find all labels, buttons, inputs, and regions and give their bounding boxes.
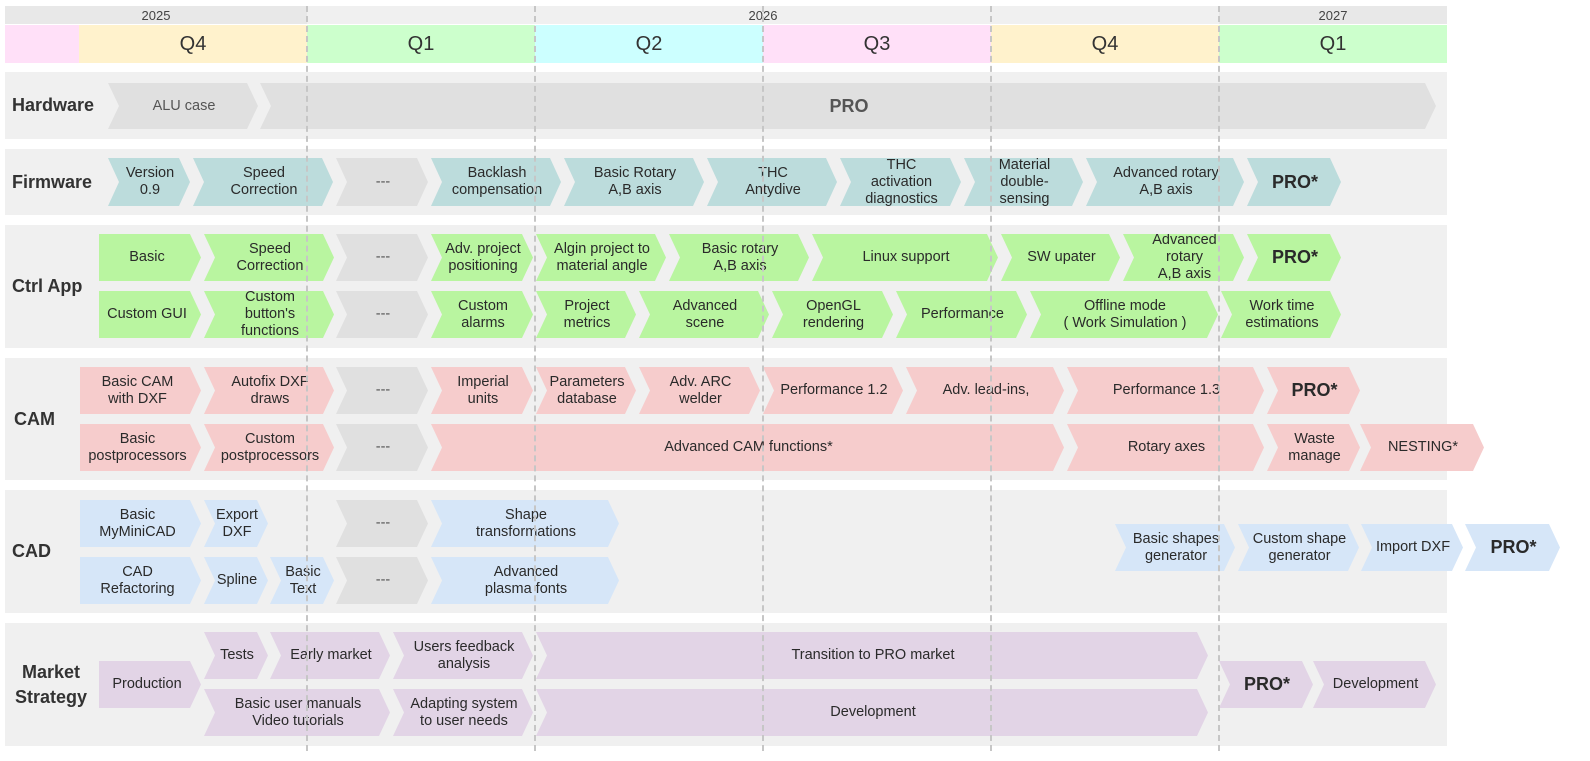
ctrl-app-placeholder: --- bbox=[336, 234, 428, 281]
cam-item: Adv. ARC welder bbox=[639, 367, 760, 414]
cad-placeholder: --- bbox=[336, 557, 428, 604]
ctrl-app-item: Work time estimations bbox=[1221, 291, 1341, 338]
year-label-2025: 2025 bbox=[141, 8, 171, 23]
market-item: Basic user manuals Video tutorials bbox=[204, 689, 390, 736]
quarter-divider bbox=[762, 6, 764, 751]
quarter-divider bbox=[306, 6, 308, 751]
ctrl-app-item: Linux support bbox=[812, 234, 998, 281]
cad-item: Basic Text bbox=[270, 557, 334, 604]
market-item: Users feedback analysis bbox=[393, 632, 533, 679]
market-production: Production bbox=[99, 661, 201, 708]
cad-item: CAD Refactoring bbox=[80, 557, 201, 604]
ctrl-app-item: Custom button's functions bbox=[204, 291, 334, 338]
cam-placeholder: --- bbox=[336, 367, 428, 414]
quarter-divider bbox=[534, 6, 536, 751]
cad-placeholder: --- bbox=[336, 500, 428, 547]
cam-item: Performance 1.2 bbox=[763, 367, 903, 414]
cam-item: Waste manage bbox=[1267, 424, 1360, 471]
cad-item: Import DXF bbox=[1361, 524, 1463, 571]
cam-pro: PRO* bbox=[1267, 367, 1360, 414]
ctrl-app-item: Offline mode ( Work Simulation ) bbox=[1030, 291, 1218, 338]
market-item: Tests bbox=[204, 632, 268, 679]
row-label-hardware: Hardware bbox=[12, 95, 95, 116]
quarter-divider bbox=[990, 6, 992, 751]
cam-item: Advanced CAM functions* bbox=[431, 424, 1064, 471]
year-label-2027: 2027 bbox=[1318, 8, 1348, 23]
cam-item: Performance 1.3 bbox=[1067, 367, 1264, 414]
firmware-placeholder: --- bbox=[336, 158, 428, 206]
market-item: Transition to PRO market bbox=[536, 632, 1208, 679]
firmware-pro: PRO* bbox=[1247, 158, 1341, 206]
ctrl-app-item: Project metrics bbox=[536, 291, 636, 338]
row-label-firmware: Firmware bbox=[12, 171, 93, 192]
hardware-alu-case: ALU case bbox=[108, 83, 258, 129]
firmware-item: Advanced rotary A,B axis bbox=[1086, 158, 1244, 206]
ctrl-app-item: Algin project to material angle bbox=[536, 234, 666, 281]
market-item: Adapting system to user needs bbox=[393, 689, 533, 736]
cad-item: Basic MyMiniCAD bbox=[80, 500, 201, 547]
quarter-q1-2026: Q1 bbox=[307, 25, 535, 63]
quarter-divider bbox=[1218, 6, 1220, 751]
cad-item: Export DXF bbox=[204, 500, 268, 547]
ctrl-app-placeholder: --- bbox=[336, 291, 428, 338]
quarter-q2-2026: Q2 bbox=[535, 25, 763, 63]
ctrl-app-item: Advanced scene bbox=[639, 291, 769, 338]
firmware-item: THC Antydive bbox=[707, 158, 837, 206]
firmware-item: Version 0.9 bbox=[108, 158, 190, 206]
cam-item: Imperial units bbox=[431, 367, 533, 414]
ctrl-app-pro: PRO* bbox=[1247, 234, 1341, 281]
ctrl-app-item: Custom alarms bbox=[431, 291, 533, 338]
market-development: Development bbox=[1313, 661, 1436, 708]
cad-item: Advanced plasma fonts bbox=[431, 557, 619, 604]
cam-placeholder: --- bbox=[336, 424, 428, 471]
cad-item: Basic shapes generator bbox=[1115, 524, 1235, 571]
quarter-q3-2026: Q3 bbox=[763, 25, 991, 63]
firmware-item: Basic Rotary A,B axis bbox=[564, 158, 704, 206]
hardware-pro: PRO bbox=[260, 83, 1436, 129]
cam-item: Basic CAM with DXF bbox=[80, 367, 201, 414]
cad-item: Shape transformations bbox=[431, 500, 619, 547]
market-item: Development bbox=[536, 689, 1208, 736]
quarter-q4-2025: Q4 bbox=[79, 25, 307, 63]
quarter-q3-2025-fragment bbox=[5, 25, 79, 63]
ctrl-app-item: Performance bbox=[896, 291, 1027, 338]
quarter-q4-2026: Q4 bbox=[991, 25, 1219, 63]
year-bar-2027 bbox=[1219, 6, 1447, 24]
row-label-cam: CAM bbox=[14, 408, 55, 429]
cam-item: Autofix DXF draws bbox=[204, 367, 334, 414]
row-label-market: Market Strategy bbox=[14, 662, 88, 707]
ctrl-app-item: Speed Correction bbox=[204, 234, 334, 281]
ctrl-app-item: Custom GUI bbox=[99, 291, 201, 338]
firmware-item: Speed Correction bbox=[193, 158, 333, 206]
cam-item: Basic postprocessors bbox=[80, 424, 201, 471]
cam-nesting: NESTING* bbox=[1360, 424, 1484, 471]
cam-item: Parameters database bbox=[536, 367, 636, 414]
ctrl-app-item: Basic bbox=[99, 234, 201, 281]
market-item: Early market bbox=[270, 632, 390, 679]
firmware-item: Material double-sensing bbox=[964, 158, 1083, 206]
quarter-q1-2027: Q1 bbox=[1219, 25, 1447, 63]
cad-pro: PRO* bbox=[1465, 524, 1560, 571]
market-pro: PRO* bbox=[1219, 661, 1313, 708]
ctrl-app-item: Advanced rotary A,B axis bbox=[1123, 234, 1244, 281]
cam-item: Rotary axes bbox=[1067, 424, 1264, 471]
firmware-item: Backlash compensation bbox=[431, 158, 561, 206]
cam-item: Adv. lead-ins, bbox=[906, 367, 1064, 414]
ctrl-app-item: OpenGL rendering bbox=[772, 291, 893, 338]
ctrl-app-item: SW upater bbox=[1001, 234, 1120, 281]
firmware-item: THC activation diagnostics bbox=[840, 158, 961, 206]
row-label-cad: CAD bbox=[12, 541, 51, 562]
cad-item: Custom shape generator bbox=[1238, 524, 1359, 571]
cam-item: Custom postprocessors bbox=[204, 424, 334, 471]
ctrl-app-item: Basic rotary A,B axis bbox=[669, 234, 809, 281]
ctrl-app-item: Adv. project positioning bbox=[431, 234, 533, 281]
row-label-ctrl-app: Ctrl App bbox=[12, 276, 83, 297]
year-bar-2025 bbox=[5, 6, 307, 24]
